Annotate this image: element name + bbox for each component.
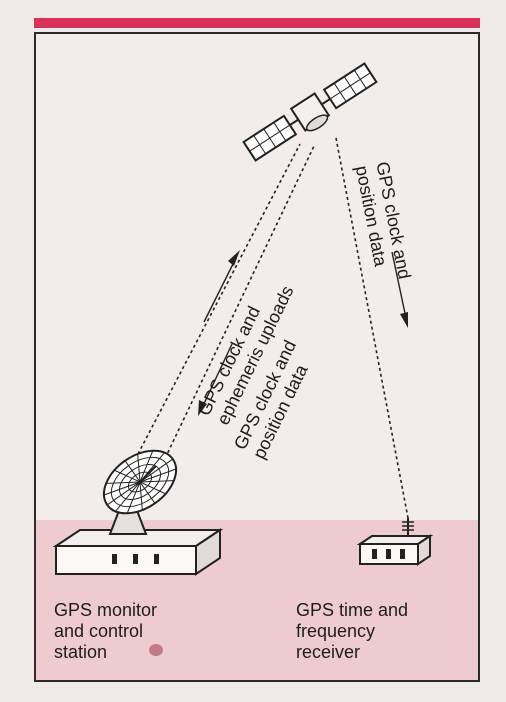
label-monitor-line-2: and control: [54, 621, 144, 641]
label-monitor-station: GPS monitor and control station: [54, 600, 157, 663]
arrow-position-down-left: [198, 343, 233, 416]
signal-line-uplink: [137, 143, 301, 455]
signal-line-downlink-station: [159, 145, 315, 470]
label-monitor-line-3: station: [54, 642, 108, 662]
accent-bar: [34, 18, 480, 28]
label-receiver-line-2: frequency: [296, 621, 376, 641]
monitor-building: [52, 528, 224, 576]
label-monitor-line-1: GPS monitor: [54, 600, 158, 620]
diagram-scene: [52, 62, 434, 656]
label-receiver: GPS time and frequency receiver: [296, 600, 408, 663]
arrow-position-down-right: [391, 251, 408, 328]
satellite-dish-icon: [102, 449, 178, 535]
label-receiver-line-3: receiver: [296, 642, 361, 662]
receiver-building-icon: [356, 518, 434, 566]
arrow-upload: [203, 250, 240, 323]
signal-line-downlink-receiver: [335, 137, 409, 519]
satellite-icon: [242, 62, 378, 162]
stain-mark: [149, 644, 163, 656]
figure-frame: GPS clock and ephemeris uploads GPS cloc…: [34, 32, 480, 682]
label-receiver-line-1: GPS time and: [296, 600, 409, 620]
